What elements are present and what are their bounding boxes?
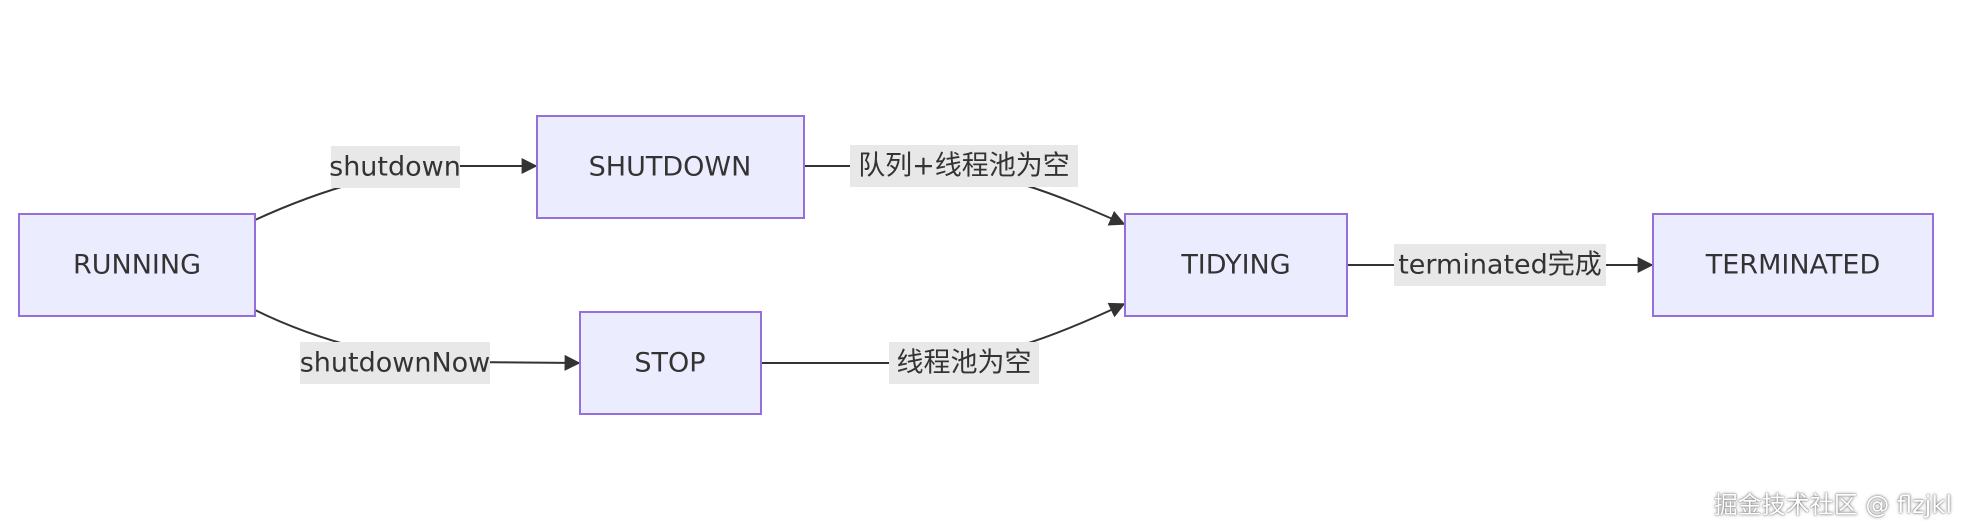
nodes: RUNNING SHUTDOWN STOP TIDYING TERMINATED: [18, 115, 1934, 415]
node-tidying: TIDYING: [1124, 213, 1348, 317]
node-stop-label: STOP: [634, 348, 705, 379]
edge-label-pool-empty: 线程池为空: [889, 342, 1039, 384]
edge-label-shutdownnow-text: shutdownNow: [300, 348, 491, 379]
edge-label-terminated-done: terminated完成: [1394, 244, 1606, 286]
edge-label-pool-empty-text: 线程池为空: [897, 348, 1032, 379]
node-running: RUNNING: [18, 213, 256, 317]
node-terminated: TERMINATED: [1652, 213, 1934, 317]
node-tidying-label: TIDYING: [1180, 250, 1290, 281]
node-shutdown: SHUTDOWN: [536, 115, 805, 219]
edge-label-shutdownnow: shutdownNow: [300, 342, 491, 384]
edge-label-shutdown: shutdown: [329, 146, 461, 188]
node-stop: STOP: [579, 311, 762, 415]
edge-label-terminated-done-text: terminated完成: [1398, 250, 1602, 281]
node-shutdown-label: SHUTDOWN: [589, 152, 752, 183]
edge-label-shutdown-text: shutdown: [329, 152, 461, 183]
node-running-label: RUNNING: [73, 250, 201, 281]
watermark-text: 掘金技术社区 @ flzjkl: [1713, 491, 1952, 519]
node-terminated-label: TERMINATED: [1705, 250, 1881, 281]
edge-label-queue-and-pool-empty-text: 队列+线程池为空: [858, 151, 1070, 182]
edge-labels: shutdown shutdownNow 队列+线程池为空 线程池为空 term…: [300, 145, 1606, 384]
edge-label-queue-and-pool-empty: 队列+线程池为空: [850, 145, 1078, 187]
